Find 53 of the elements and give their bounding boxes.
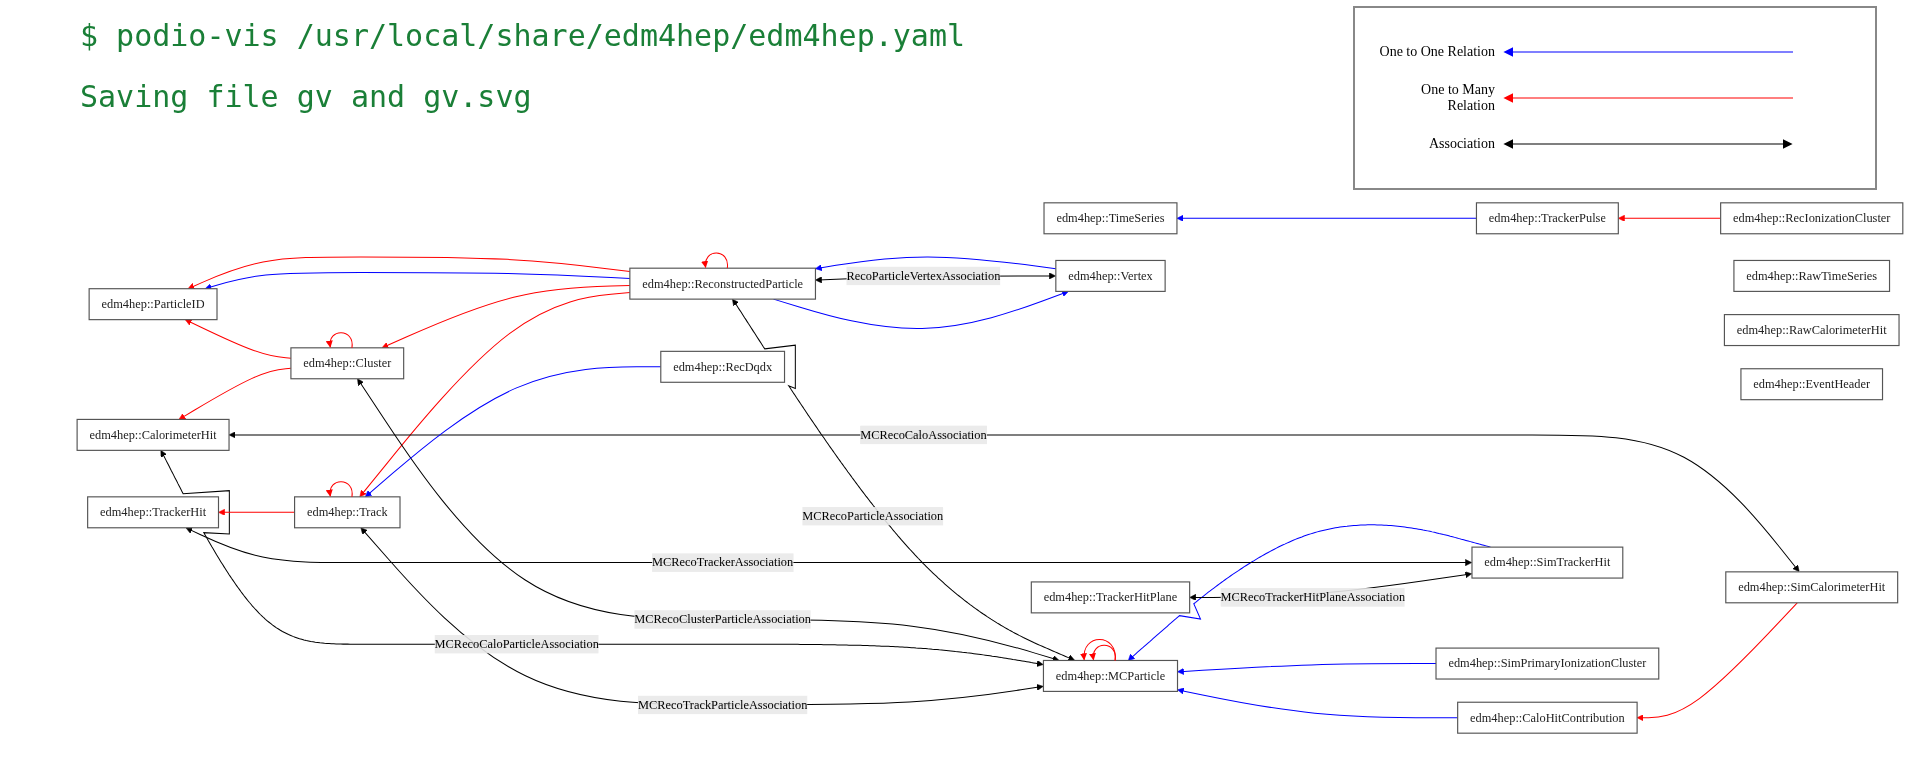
- edge-label: MCRecoTrackerHitPlaneAssociation: [1220, 590, 1405, 604]
- arrow: [184, 319, 291, 359]
- node-box: edm4hep::RecDqdx: [659, 350, 785, 383]
- node-box: edm4hep::MCParticle: [1042, 659, 1178, 692]
- node-box: edm4hep::RawTimeSeries: [1732, 259, 1890, 292]
- arrow: [1176, 687, 1458, 719]
- self-loop-arrow: [701, 252, 728, 269]
- self-loop-arrow: [1080, 638, 1116, 661]
- arrow: [356, 378, 1059, 662]
- node-box: edm4hep::Track: [293, 496, 401, 529]
- arrow: [364, 366, 661, 498]
- arrow: [360, 527, 1043, 706]
- arrow: [187, 256, 630, 290]
- node-box: edm4hep::TimeSeries: [1042, 202, 1177, 235]
- node-box: edm4hep::RawCalorimeterHit: [1723, 314, 1900, 347]
- node-box: edm4hep::SimPrimaryIonizationCluster: [1434, 647, 1659, 680]
- edge-label: MCRecoTrackerAssociation: [651, 555, 793, 569]
- arrow: [160, 450, 1043, 667]
- node-box: edm4hep::RecIonizationCluster: [1719, 202, 1903, 235]
- edge-label: MCRecoTrackParticleAssociation: [637, 698, 807, 712]
- legend-text: One to One Relation: [1378, 44, 1495, 60]
- edge-label: MCRecoCaloAssociation: [859, 427, 987, 442]
- node-box: edm4hep::EventHeader: [1739, 368, 1883, 401]
- command-line-text: Saving file gv and gv.svg: [80, 79, 533, 114]
- node-box: edm4hep::CaloHitContribution: [1456, 701, 1638, 734]
- node-box: edm4hep::Vertex: [1054, 259, 1166, 292]
- edge-label: MCRecoCaloParticleAssociation: [434, 637, 599, 651]
- node-box: edm4hep::TrackerPulse: [1475, 202, 1619, 235]
- node-box: edm4hep::ReconstructedParticle: [628, 267, 816, 300]
- command-line-text: $ podio-vis /usr/local/share/edm4hep/edm4hep.yaml: [80, 18, 965, 53]
- legend-text: Association: [1427, 136, 1495, 152]
- edge-label: MCRecoClusterParticleAssociation: [633, 612, 811, 626]
- legend-text: One to Many Relation: [1420, 82, 1495, 114]
- arrow: [359, 292, 630, 498]
- arrow: [814, 256, 1056, 271]
- arrow: [381, 285, 630, 349]
- arrow: [731, 298, 1075, 661]
- node-box: edm4hep::TrackerHit: [86, 496, 219, 529]
- arrow: [1636, 602, 1798, 722]
- arrow: [228, 431, 1799, 572]
- self-loop-arrow: [326, 481, 353, 498]
- node-box: edm4hep::TrackerHitPlane: [1030, 581, 1190, 614]
- self-loop-arrow: [1089, 644, 1116, 661]
- node-box: edm4hep::SimCalorimeterHit: [1724, 571, 1898, 604]
- edge-label: RecoParticleVertexAssociation: [845, 268, 1000, 283]
- arrow: [1617, 214, 1721, 222]
- arrow: [178, 367, 291, 420]
- node-box: edm4hep::ParticleID: [88, 288, 218, 321]
- edge-label: MCRecoParticleAssociation: [801, 509, 943, 523]
- node-box: edm4hep::SimTrackerHit: [1470, 546, 1623, 579]
- self-loop-arrow: [326, 332, 353, 349]
- node-box: edm4hep::Cluster: [289, 347, 404, 380]
- node-box: edm4hep::CalorimeterHit: [76, 418, 230, 451]
